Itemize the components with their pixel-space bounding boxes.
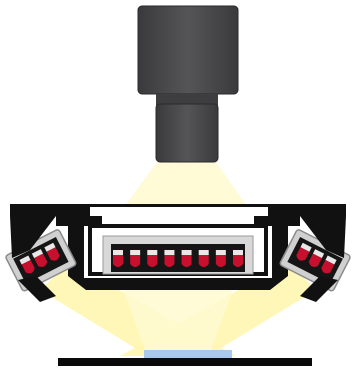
led-right-2 (308, 253, 322, 268)
led-center-8-base (233, 250, 243, 255)
led-left-2 (34, 253, 48, 268)
led-left-1-base (19, 255, 31, 265)
led-row-left (19, 242, 60, 274)
led-center-3 (147, 255, 158, 267)
sample (144, 350, 232, 358)
led-left-1 (21, 259, 35, 274)
housing-left-wing (10, 216, 56, 258)
led-center-5-base (181, 250, 192, 255)
housing-right-lower (300, 276, 338, 302)
led-right-2-base (312, 249, 325, 259)
led-center-7 (215, 255, 226, 267)
led-center-6 (198, 255, 209, 267)
led-center-1 (113, 255, 123, 267)
led-panel-right (279, 229, 351, 292)
led-left-3-base (44, 242, 56, 252)
led-center-7-base (215, 250, 226, 255)
housing-inner-opening (90, 207, 268, 226)
led-center-4-base (164, 250, 175, 255)
led-left-2-base (31, 249, 44, 259)
led-center-8 (233, 255, 243, 267)
camera-lens (155, 103, 219, 163)
led-center-2 (130, 255, 141, 267)
housing-left-lower (18, 276, 56, 302)
led-left-3 (46, 247, 60, 261)
sample-stage (58, 358, 312, 366)
led-right-1 (296, 247, 310, 261)
led-center-2-base (130, 250, 141, 255)
led-right-1-base (300, 242, 312, 252)
led-center-1-base (113, 250, 123, 255)
led-row-right (296, 242, 337, 274)
led-center-4 (164, 255, 175, 267)
led-center-5 (181, 255, 192, 267)
center-light-beam-lower (118, 276, 238, 352)
housing-inner-frame (88, 224, 268, 276)
camera-body (137, 5, 239, 95)
led-center-6-base (198, 250, 209, 255)
led-center-3-base (147, 250, 158, 255)
led-right-3-base (325, 255, 337, 265)
housing-right-wing (300, 216, 346, 258)
led-row-center (113, 250, 243, 267)
led-right-3 (321, 259, 335, 274)
